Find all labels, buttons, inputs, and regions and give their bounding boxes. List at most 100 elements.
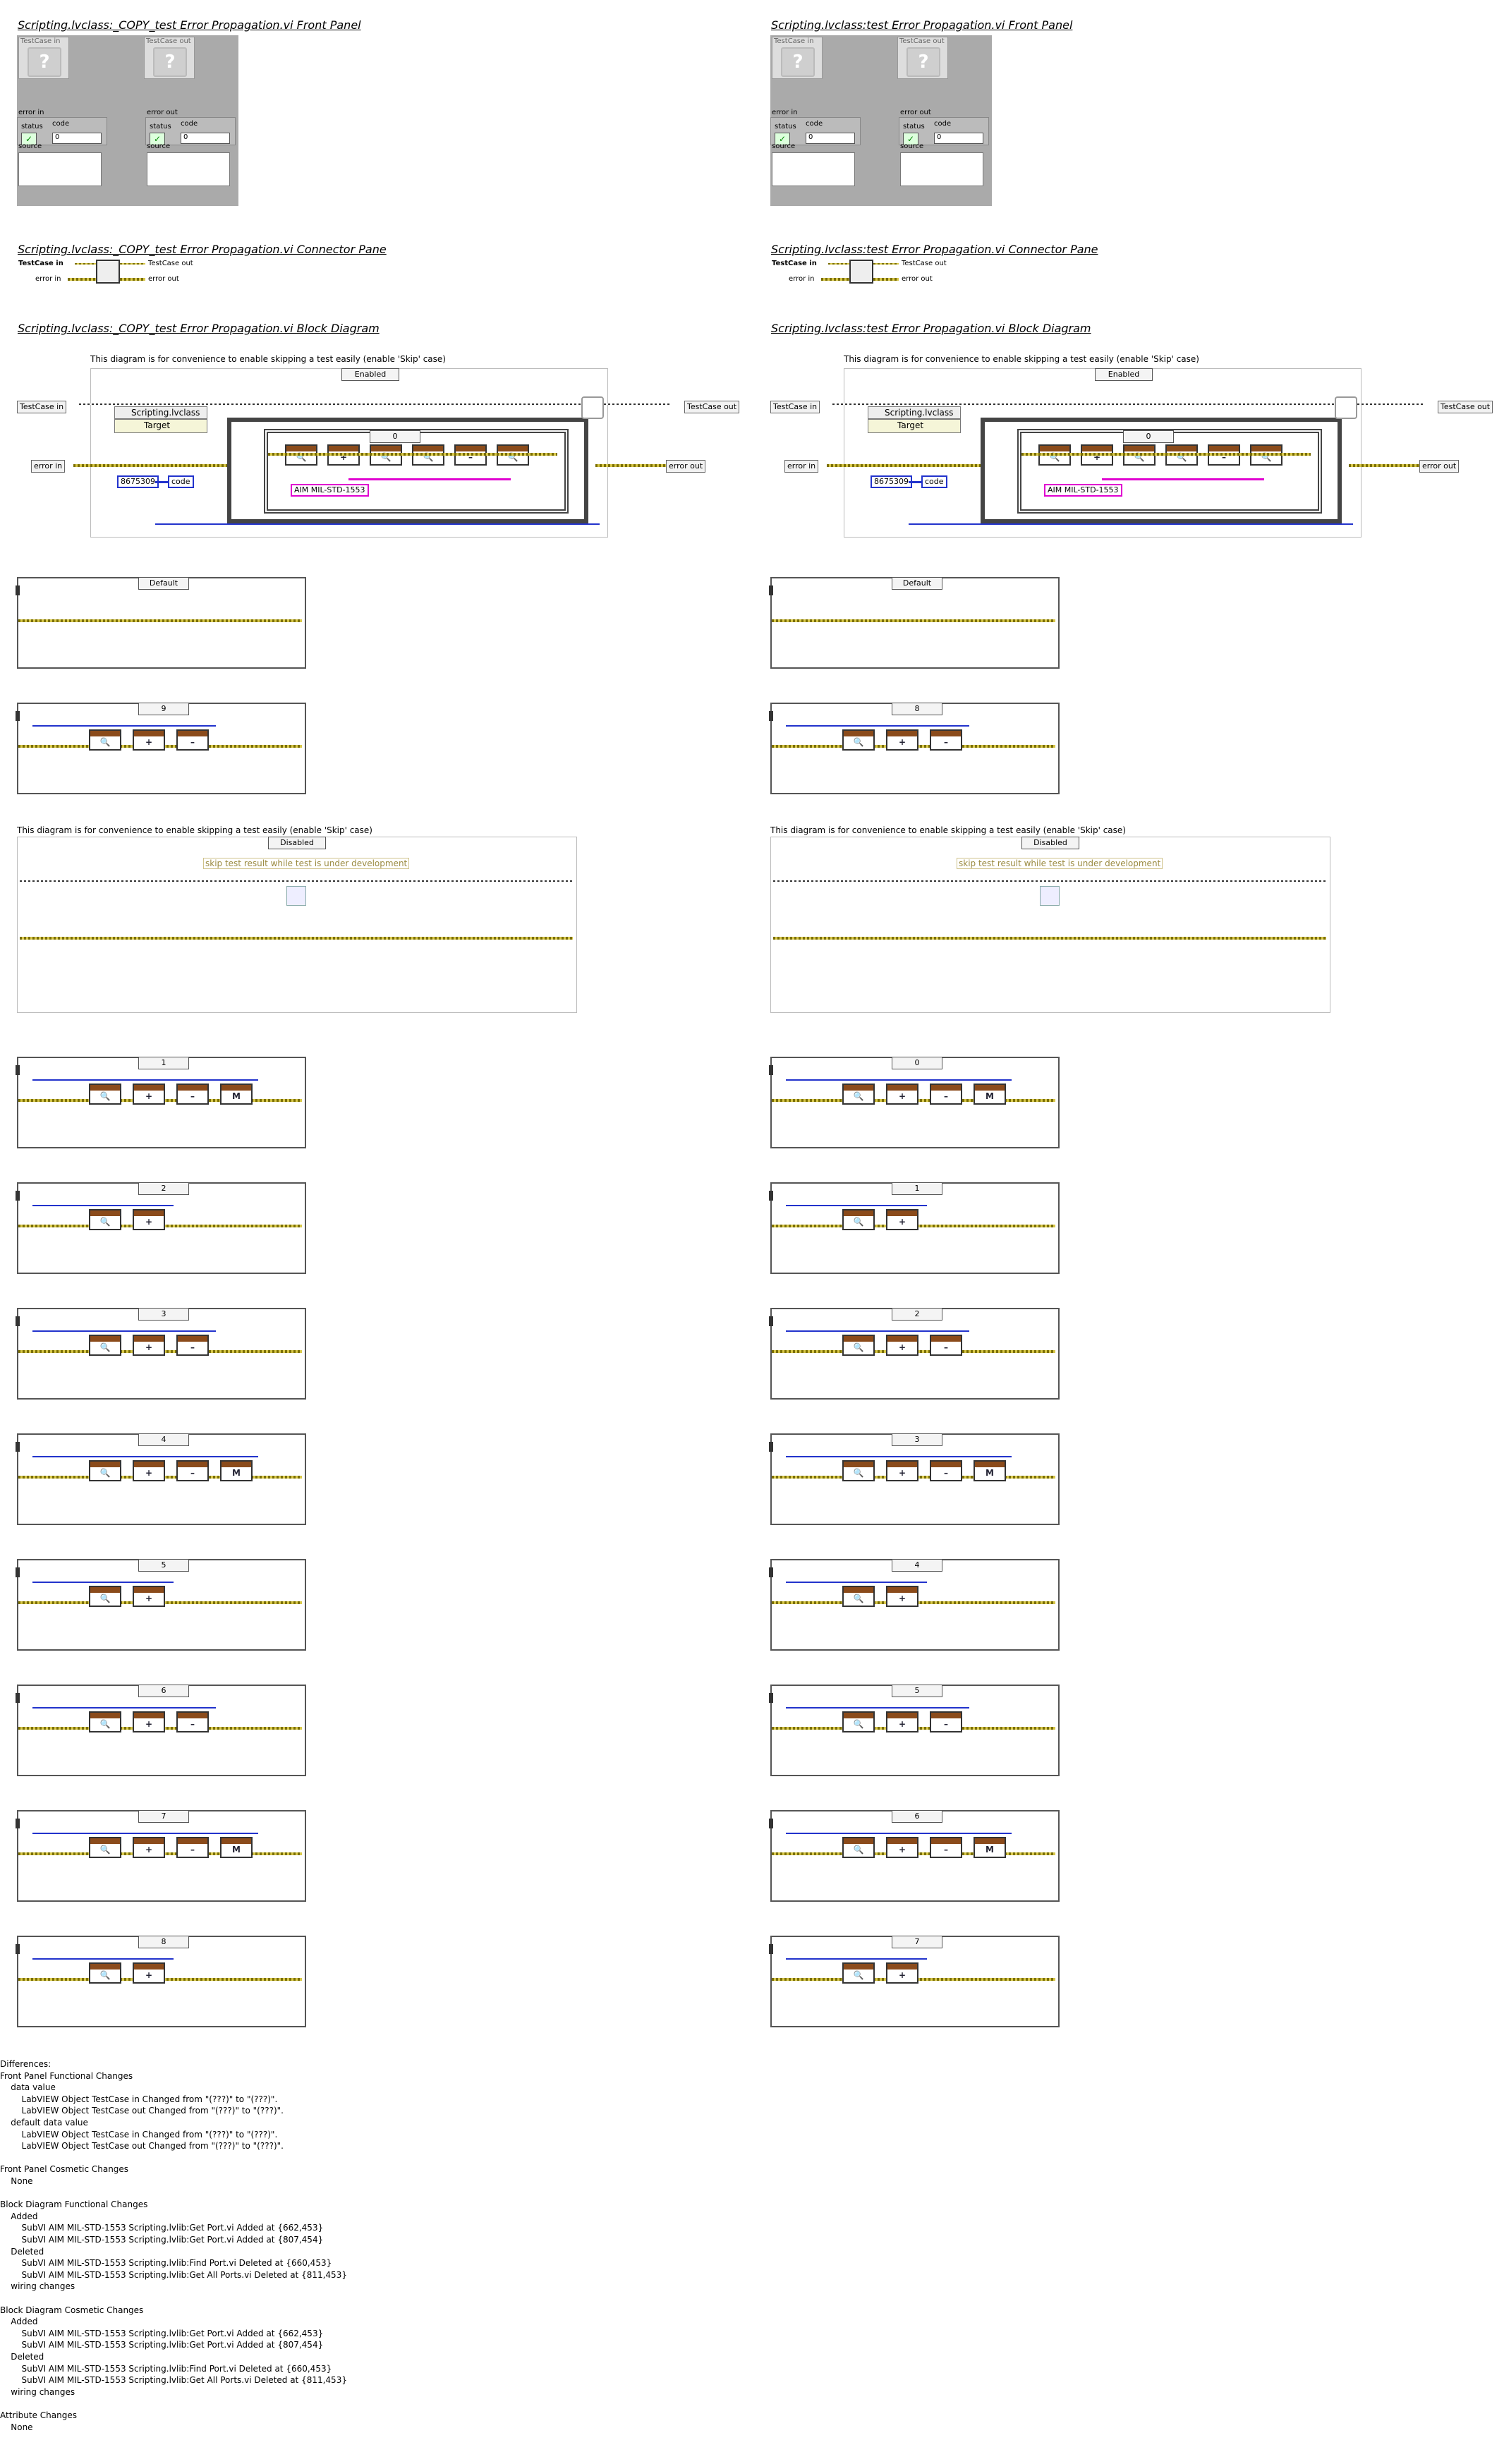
left-disabled-selector[interactable]: Disabled [268,837,326,849]
left-case-6-node-1[interactable]: 🔍 [89,1460,121,1481]
right-case-4-node-2[interactable]: + [886,1209,918,1230]
left-case-3-node-4[interactable]: M [220,1084,253,1105]
right-case-2-node-1[interactable]: 🔍 [842,729,875,751]
left-case-9-node-2[interactable]: + [133,1837,165,1858]
right-case-selector-10[interactable]: 7 [892,1936,942,1948]
testcase-in-control[interactable]: TestCase in? [18,37,69,79]
left-case-9-node-1[interactable]: 🔍 [89,1837,121,1858]
right-case-7-node-1[interactable]: 🔍 [842,1586,875,1607]
right-case-selector-2[interactable]: 8 [892,703,942,715]
error-out-cluster-status-check-icon[interactable]: ✓ [150,133,165,145]
left-case-8-node-1[interactable]: 🔍 [89,1711,121,1732]
right-case-2-node-2[interactable]: + [886,729,918,751]
right-case-6-node-4[interactable]: M [974,1460,1006,1481]
error-out-cluster-status-check-icon[interactable]: ✓ [903,133,918,145]
right-case-6-node-1[interactable]: 🔍 [842,1460,875,1481]
right-case-9-node-2[interactable]: + [886,1837,918,1858]
right-case-4-node-1[interactable]: 🔍 [842,1209,875,1230]
left-case-4-node-2[interactable]: + [133,1209,165,1230]
right-case-8-node-3[interactable]: – [930,1711,962,1732]
left-case-8-node-3[interactable]: – [176,1711,209,1732]
left-case-5-node-3[interactable]: – [176,1335,209,1356]
error-in-cluster-code-field[interactable]: 0 [52,133,102,144]
error-in-cluster-status-check-icon[interactable]: ✓ [775,133,790,145]
right-case-8-node-2[interactable]: + [886,1711,918,1732]
right-case-selector-1[interactable]: Default [892,577,942,590]
left-case-8-node-2[interactable]: + [133,1711,165,1732]
inner-case-selector[interactable]: 0 [1123,430,1174,443]
left-case-7-node-1[interactable]: 🔍 [89,1586,121,1607]
right-case-8-node-1[interactable]: 🔍 [842,1711,875,1732]
error-out-cluster-code-field[interactable]: 0 [181,133,230,144]
right-case-selector-5[interactable]: 2 [892,1308,942,1321]
right-case-7-node-2[interactable]: + [886,1586,918,1607]
left-case-6-node-2[interactable]: + [133,1460,165,1481]
left-case-selector-9[interactable]: 7 [138,1810,189,1823]
left-case-5-node-2[interactable]: + [133,1335,165,1356]
right-case-5-node-2[interactable]: + [886,1335,918,1356]
left-case-6-node-4[interactable]: M [220,1460,253,1481]
left-case-9-node-4[interactable]: M [220,1837,253,1858]
left-case-3-node-3[interactable]: – [176,1084,209,1105]
left-case-4-node-1[interactable]: 🔍 [89,1209,121,1230]
testcase-out-control[interactable]: TestCase out? [897,37,948,79]
error-in-cluster-source-field[interactable] [772,152,855,186]
right-case-5-node-3[interactable]: – [930,1335,962,1356]
enabled-selector[interactable]: Enabled [341,368,399,381]
right-case-selector-4[interactable]: 1 [892,1182,942,1195]
right-case-9-node-4[interactable]: M [974,1837,1006,1858]
left-case-selector-3[interactable]: 1 [138,1057,189,1069]
testcase-out-control[interactable]: TestCase out? [144,37,195,79]
right-case-5-node-1[interactable]: 🔍 [842,1335,875,1356]
right-case-9-node-1[interactable]: 🔍 [842,1837,875,1858]
left-case-selector-5[interactable]: 3 [138,1308,189,1321]
left-case-selector-2[interactable]: 9 [138,703,189,715]
left-case-selector-6[interactable]: 4 [138,1433,189,1446]
error-out-cluster-code-field[interactable]: 0 [934,133,983,144]
left-case-2-node-1[interactable]: 🔍 [89,729,121,751]
right-disabled-selector[interactable]: Disabled [1021,837,1079,849]
error-out-cluster-source-field[interactable] [900,152,983,186]
right-case-3-node-4[interactable]: M [974,1084,1006,1105]
left-case-10-node-2[interactable]: + [133,1962,165,1984]
left-case-selector-1[interactable]: Default [138,577,189,590]
right-case-3-node-1[interactable]: 🔍 [842,1084,875,1105]
left-case-selector-8[interactable]: 6 [138,1685,189,1697]
right-case-10-node-2[interactable]: + [886,1962,918,1984]
left-case-3-node-2[interactable]: + [133,1084,165,1105]
left-case-selector-4[interactable]: 2 [138,1182,189,1195]
left-case-3-node-1[interactable]: 🔍 [89,1084,121,1105]
left-case-7-node-2[interactable]: + [133,1586,165,1607]
right-case-selector-6[interactable]: 3 [892,1433,942,1446]
inner-case-selector[interactable]: 0 [370,430,420,443]
right-case-3-node-3[interactable]: – [930,1084,962,1105]
testcase-in-control[interactable]: TestCase in? [772,37,823,79]
left-case-2-node-2[interactable]: + [133,729,165,751]
left-case-6-node-3[interactable]: – [176,1460,209,1481]
right-case-selector-8[interactable]: 5 [892,1685,942,1697]
right-case-3-node-2[interactable]: + [886,1084,918,1105]
right-case-6-node-2[interactable]: + [886,1460,918,1481]
left-case-10-node-1[interactable]: 🔍 [89,1962,121,1984]
right-case-6-node-3[interactable]: – [930,1460,962,1481]
right-case-2-node-3[interactable]: – [930,729,962,751]
error-out-cluster-source-field[interactable] [147,152,230,186]
left-case-5-node-1[interactable]: 🔍 [89,1335,121,1356]
left-case-9-node-3[interactable]: – [176,1837,209,1858]
right-case-selector-7[interactable]: 4 [892,1559,942,1572]
left-case-selector-10[interactable]: 8 [138,1936,189,1948]
error-in-cluster-code-field[interactable]: 0 [806,133,855,144]
enabled-selector[interactable]: Enabled [1095,368,1153,381]
right-case-10-node-1[interactable]: 🔍 [842,1962,875,1984]
left-case-2-node-3[interactable]: – [176,729,209,751]
right-case-9-node-3[interactable]: – [930,1837,962,1858]
error-in-cluster-source-field[interactable] [18,152,102,186]
error-in-cluster-status-check-icon[interactable]: ✓ [21,133,37,145]
right-case-selector-3[interactable]: 0 [892,1057,942,1069]
left-case-selector-7[interactable]: 5 [138,1559,189,1572]
right-case-selector-9[interactable]: 6 [892,1810,942,1823]
